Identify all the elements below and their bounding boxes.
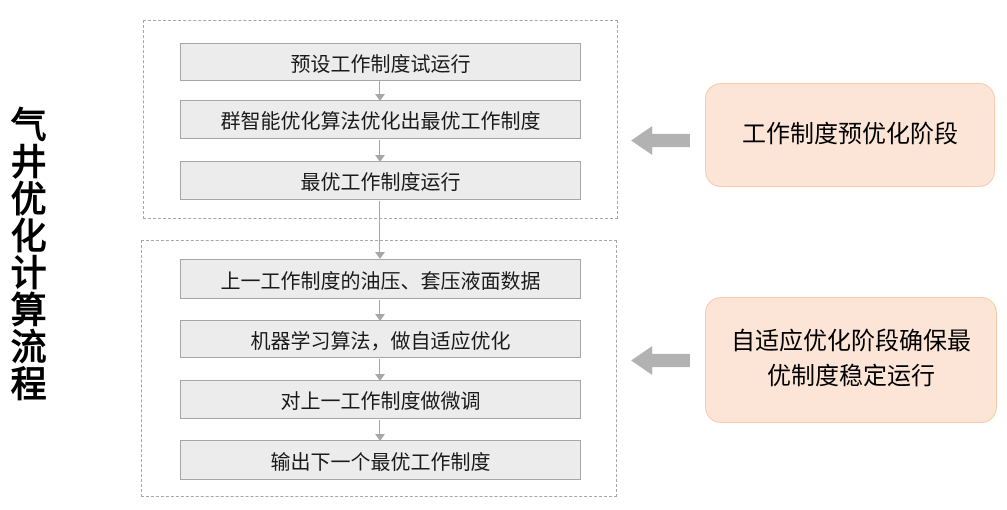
arrowhead-icon [374,434,385,441]
arrowhead-icon [374,94,385,101]
flow-box-preset-trial-run: 预设工作制度试运行 [180,43,581,81]
arrowhead-icon [374,252,385,259]
left-block-arrow-icon [631,126,690,155]
stage1-container [143,20,618,219]
callout-stage1-label: 工作制度预优化阶段 [705,83,995,187]
callout-stage2-label: 自适应优化阶段确保最优制度稳定运行 [705,297,997,423]
down-arrow-connector-stage-link [374,201,385,259]
flow-box-fine-tune-regime: 对上一工作制度做微调 [180,380,581,419]
flow-box-optimal-regime-run: 最优工作制度运行 [180,161,581,200]
arrowhead-icon [374,314,385,321]
flow-box-output-next-regime: 输出下一个最优工作制度 [180,440,581,480]
left-block-arrow-icon [631,346,690,375]
page-title: 气井优化计算流程 [5,106,47,402]
arrowhead-icon [374,374,385,381]
down-arrow-connector [374,300,385,321]
down-arrow-connector [374,81,385,101]
flow-box-previous-regime-data: 上一工作制度的油压、套压液面数据 [180,259,581,299]
down-arrow-connector [374,420,385,441]
flow-box-swarm-optimization: 群智能优化算法优化出最优工作制度 [180,100,581,139]
down-arrow-connector [374,359,385,381]
arrowhead-icon [374,155,385,162]
down-arrow-connector [374,140,385,162]
flow-box-machine-learning-adaptive: 机器学习算法，做自适应优化 [180,320,581,358]
